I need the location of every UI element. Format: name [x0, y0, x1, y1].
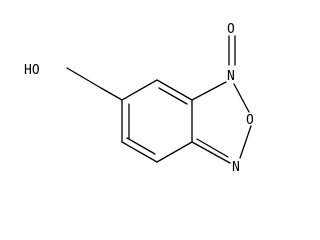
bond-ch2-oh — [66, 67, 102, 89]
oxide-oxygen-label: O — [227, 22, 235, 37]
ring-nitrogen-label: N — [232, 160, 240, 175]
bond-n3-c3a — [191, 141, 231, 164]
ring-oxygen-label: O — [246, 113, 254, 128]
molecule-structure: HO O N O N — [24, 22, 254, 175]
bond-c6-ch2 — [100, 87, 123, 101]
bond-c6-c7 — [121, 79, 158, 101]
oxide-nitrogen-label: N — [227, 69, 235, 84]
bond-n3-c3a-inner — [196, 138, 229, 158]
bond-c7-c7a-inner — [158, 87, 188, 105]
bond-c7a-n1 — [191, 81, 227, 101]
bond-o2-n3 — [239, 125, 252, 159]
hydroxyl-label: HO — [24, 63, 40, 78]
bond-c3a-c4 — [156, 141, 193, 163]
bond-n1-o2 — [233, 83, 250, 113]
bond-c7-c7a — [156, 79, 193, 101]
bond-c4-c5-inner — [126, 137, 156, 155]
bond-c4-c5 — [121, 141, 158, 163]
